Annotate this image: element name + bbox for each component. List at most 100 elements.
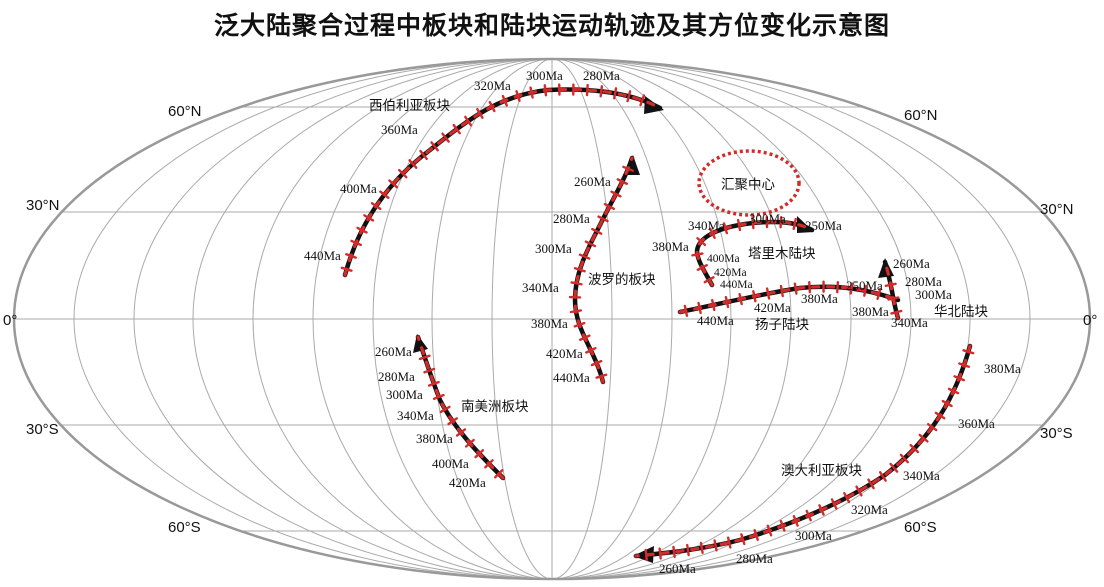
plate-label-southamerica: 南美洲板块	[461, 399, 529, 415]
age-marker-tick	[398, 168, 408, 179]
meridian	[252, 59, 852, 579]
age-marker-tick	[603, 202, 616, 210]
meridian	[192, 59, 912, 579]
age-marker-tick	[447, 417, 458, 426]
age-marker-tick	[793, 282, 798, 295]
age-marker-tick	[613, 87, 618, 100]
age-marker-tick	[909, 443, 920, 454]
age-marker-tick	[515, 90, 521, 103]
age-label: 340Ma	[903, 468, 940, 483]
age-marker-tick	[350, 239, 362, 247]
age-marker-tick	[711, 298, 716, 312]
age-label: 250Ma	[846, 278, 883, 293]
age-label: 280Ma	[905, 274, 942, 289]
age-marker-tick	[591, 227, 603, 235]
age-marker-tick	[616, 178, 629, 185]
age-marker-tick	[626, 90, 632, 103]
age-label: 380Ma	[984, 361, 1021, 376]
age-marker-tick	[724, 295, 730, 309]
lat-label-60n-left: 60°N	[168, 103, 202, 120]
age-label: 280Ma	[378, 369, 415, 384]
arrowheads	[413, 96, 894, 563]
age-marker-tick	[441, 132, 450, 143]
age-label: 260Ma	[375, 344, 412, 359]
lat-label-30s-right: 30°S	[1040, 425, 1073, 442]
age-marker-tick	[432, 393, 445, 400]
age-label: 400Ma	[707, 253, 740, 265]
age-label: 380Ma	[801, 291, 838, 306]
age-marker-tick	[843, 492, 851, 504]
age-marker-tick	[529, 86, 534, 99]
age-marker-tick	[644, 548, 648, 562]
age-marker-tick	[455, 428, 467, 437]
meridian	[372, 59, 732, 579]
age-marker-tick	[708, 227, 716, 239]
age-marker-tick	[736, 218, 742, 232]
age-marker-tick	[753, 529, 759, 541]
age-marker-tick	[726, 536, 732, 549]
age-marker-tick	[766, 524, 773, 537]
lat-label-60s-left: 60°S	[168, 519, 201, 536]
age-marker-tick	[418, 354, 431, 361]
age-marker-tick	[889, 462, 899, 473]
age-label: 300Ma	[526, 68, 563, 83]
age-marker-tick	[962, 349, 975, 355]
age-marker-tick	[884, 282, 897, 288]
age-marker-tick	[696, 264, 708, 271]
lat-label-30n-left: 30°N	[26, 197, 60, 214]
age-marker-tick	[849, 282, 854, 295]
age-marker-tick	[899, 453, 909, 464]
age-marker-tick	[713, 539, 718, 552]
age-marker-tick	[584, 240, 597, 248]
age-label: 360Ma	[958, 416, 995, 431]
age-marker-tick	[926, 422, 938, 432]
age-marker-tick	[363, 214, 375, 222]
age-label: 340Ma	[397, 408, 434, 423]
age-marker-tick	[595, 373, 608, 379]
age-marker-tick	[423, 367, 436, 374]
age-marker-tick	[878, 471, 887, 482]
age-marker-tick	[779, 519, 786, 532]
age-marker-tick	[569, 309, 583, 314]
age-label: 380Ma	[416, 431, 453, 446]
plate-label-australia: 澳大利亚板块	[781, 463, 862, 479]
age-marker-tick	[340, 266, 353, 272]
age-label: 400Ma	[340, 181, 377, 196]
age-label: 440Ma	[720, 279, 753, 291]
lat-label-60n-right: 60°N	[904, 107, 938, 124]
age-label: 440Ma	[304, 248, 341, 263]
age-label: 250Ma	[805, 218, 842, 233]
age-marker-tick	[658, 547, 662, 560]
age-label: 420Ma	[449, 475, 486, 490]
age-marker-tick	[752, 290, 757, 303]
age-marker-dashes	[343, 87, 662, 277]
age-label: 260Ma	[893, 256, 930, 271]
lat-label-30n-right: 30°N	[1040, 201, 1074, 218]
age-label: 280Ma	[583, 68, 620, 83]
age-marker-tick	[691, 252, 704, 257]
lat-label-equator-left: 0°	[3, 312, 17, 329]
age-marker-tick	[476, 107, 484, 119]
age-marker-tick	[855, 485, 863, 497]
age-marker-tick	[597, 215, 609, 223]
age-marker-tick	[703, 276, 715, 284]
age-marker-tick	[408, 159, 418, 169]
age-marker-tick	[474, 449, 485, 459]
age-marker-tick	[953, 375, 965, 382]
convergence-center-marker	[697, 149, 801, 217]
age-label: 340Ma	[522, 280, 559, 295]
age-marker-tick	[419, 149, 428, 161]
age-label: 300Ma	[749, 211, 786, 226]
age-label: 440Ma	[697, 313, 734, 328]
map-outline	[12, 57, 1092, 581]
age-marker-tick	[585, 83, 589, 97]
age-marker-tick	[610, 190, 622, 198]
age-marker-tick	[439, 405, 451, 414]
age-label: 300Ma	[386, 387, 423, 402]
tracks	[342, 87, 973, 559]
age-marker-tick	[543, 84, 548, 97]
age-marker-tick	[501, 94, 508, 107]
convergence-center-label: 汇聚中心	[721, 177, 775, 193]
age-marker-tick	[697, 301, 702, 315]
